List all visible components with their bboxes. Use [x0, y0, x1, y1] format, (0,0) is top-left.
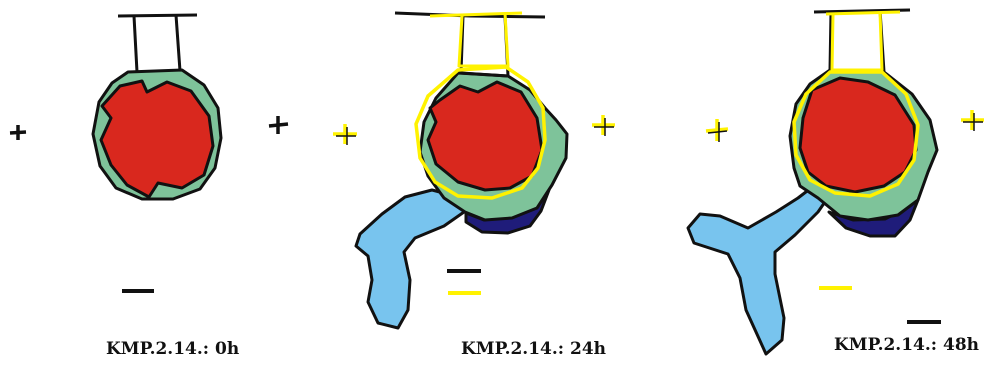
panel-24h	[333, 11, 615, 330]
positive-mark-black	[9, 125, 27, 140]
blue-region	[686, 183, 831, 356]
blue-region	[354, 188, 466, 330]
red-region	[426, 80, 544, 192]
panel-48h	[686, 8, 984, 356]
stalk-outline-black	[117, 13, 198, 74]
stalk-outline-black	[813, 8, 911, 74]
positive-mark-yellow	[961, 110, 984, 130]
stalk-outline-yellow	[429, 11, 523, 68]
panel-label-24h: KMP.2.14.: 24h	[461, 339, 607, 359]
positive-mark-yellow	[333, 124, 357, 144]
panel-label-0h: KMP.2.14.: 0h	[106, 339, 240, 359]
stalk-outline-yellow	[825, 10, 901, 72]
positive-mark-black-offset	[594, 118, 614, 136]
red-region	[99, 79, 215, 199]
yellow-outline	[414, 65, 547, 200]
positive-mark-yellow	[592, 115, 615, 135]
panel-label-48h: KMP.2.14.: 48h	[834, 335, 980, 355]
positive-mark-black	[268, 116, 289, 134]
positive-mark-yellow	[705, 119, 729, 141]
red-region	[798, 76, 918, 194]
yellow-outline	[792, 70, 920, 198]
positive-mark-black-offset	[963, 113, 983, 131]
positive-mark-black-offset	[336, 127, 356, 145]
panel-0h	[9, 13, 289, 293]
positive-mark-black-offset	[707, 122, 728, 142]
